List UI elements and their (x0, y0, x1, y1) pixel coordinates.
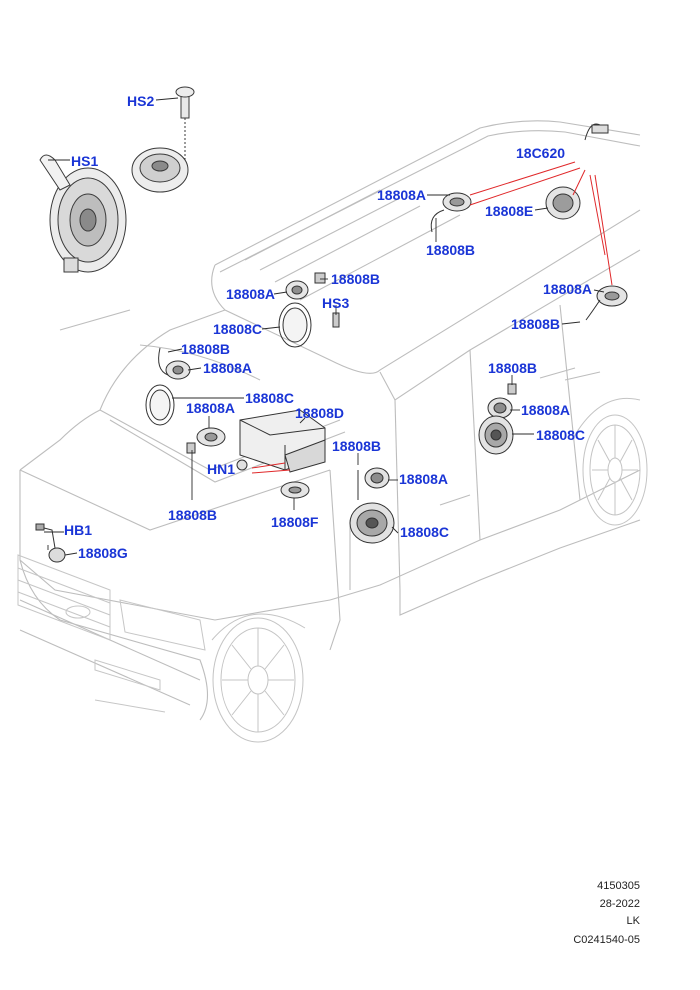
callout-rear-right-18808b: 18808B (511, 316, 561, 332)
speaker-hs2-icon (131, 86, 195, 193)
front-grille (17, 554, 206, 713)
woofer-hs1-icon (39, 154, 127, 273)
callout-rear-door-18808c: 18808C (536, 427, 586, 443)
reference-region: LK (626, 915, 640, 927)
door-speaker-icon (349, 383, 517, 544)
callout-front-roof-18808a: 18808A (226, 286, 276, 302)
callout-rear-right-18808a: 18808A (543, 281, 593, 297)
rear-wheel (571, 397, 648, 526)
callout-rear-door-18808b: 18808B (488, 360, 538, 376)
callout-front-roof-18808b: 18808B (331, 271, 381, 287)
reference-code: C0241540-05 (573, 934, 640, 946)
callout-amplifier-18808d: 18808D (295, 405, 345, 421)
callout-front-roof-18808c: 18808C (213, 321, 263, 337)
dash-speaker-icon (145, 347, 310, 499)
callout-hn1: HN1 (207, 461, 236, 477)
callout-front-door-low-18808c: 18808C (400, 524, 450, 540)
callout-front-door-18808a: 18808A (399, 471, 449, 487)
callout-18c620: 18C620 (516, 145, 566, 161)
red-leader-lines (251, 161, 613, 474)
front-pillar-speaker-icon (278, 272, 340, 348)
callout-subwoofer-18808f: 18808F (271, 514, 319, 530)
callout-dash-lower-18808b: 18808B (168, 507, 218, 523)
vehicle-outline (19, 120, 641, 721)
callout-center-18808a: 18808A (186, 400, 236, 416)
callout-horn-18808g: 18808G (78, 545, 128, 561)
callout-hb1: HB1 (64, 522, 93, 538)
callout-dash-left-18808b: 18808B (181, 341, 231, 357)
callout-front-door-18808c: 18808C (245, 390, 295, 406)
callout-rear-door-18808a: 18808A (521, 402, 571, 418)
leader-lines (44, 97, 605, 556)
callout-dash-left-18808a: 18808A (203, 360, 253, 376)
horn-speaker-icon (35, 523, 66, 563)
callout-hs2: HS2 (127, 93, 155, 109)
callout-hs3: HS3 (322, 295, 350, 311)
callout-roof-center-18808b: 18808B (426, 242, 476, 258)
callout-roof-center-18808a: 18808A (377, 187, 427, 203)
callout-roof-18808e: 18808E (485, 203, 534, 219)
amplifier-icon (236, 409, 326, 473)
reference-date: 28-2022 (599, 898, 640, 910)
front-wheel (211, 613, 306, 743)
callout-hs1: HS1 (71, 153, 99, 169)
reference-number: 4150305 (597, 880, 640, 892)
callout-front-door-18808b: 18808B (332, 438, 382, 454)
roof-speaker-icon (430, 123, 628, 321)
